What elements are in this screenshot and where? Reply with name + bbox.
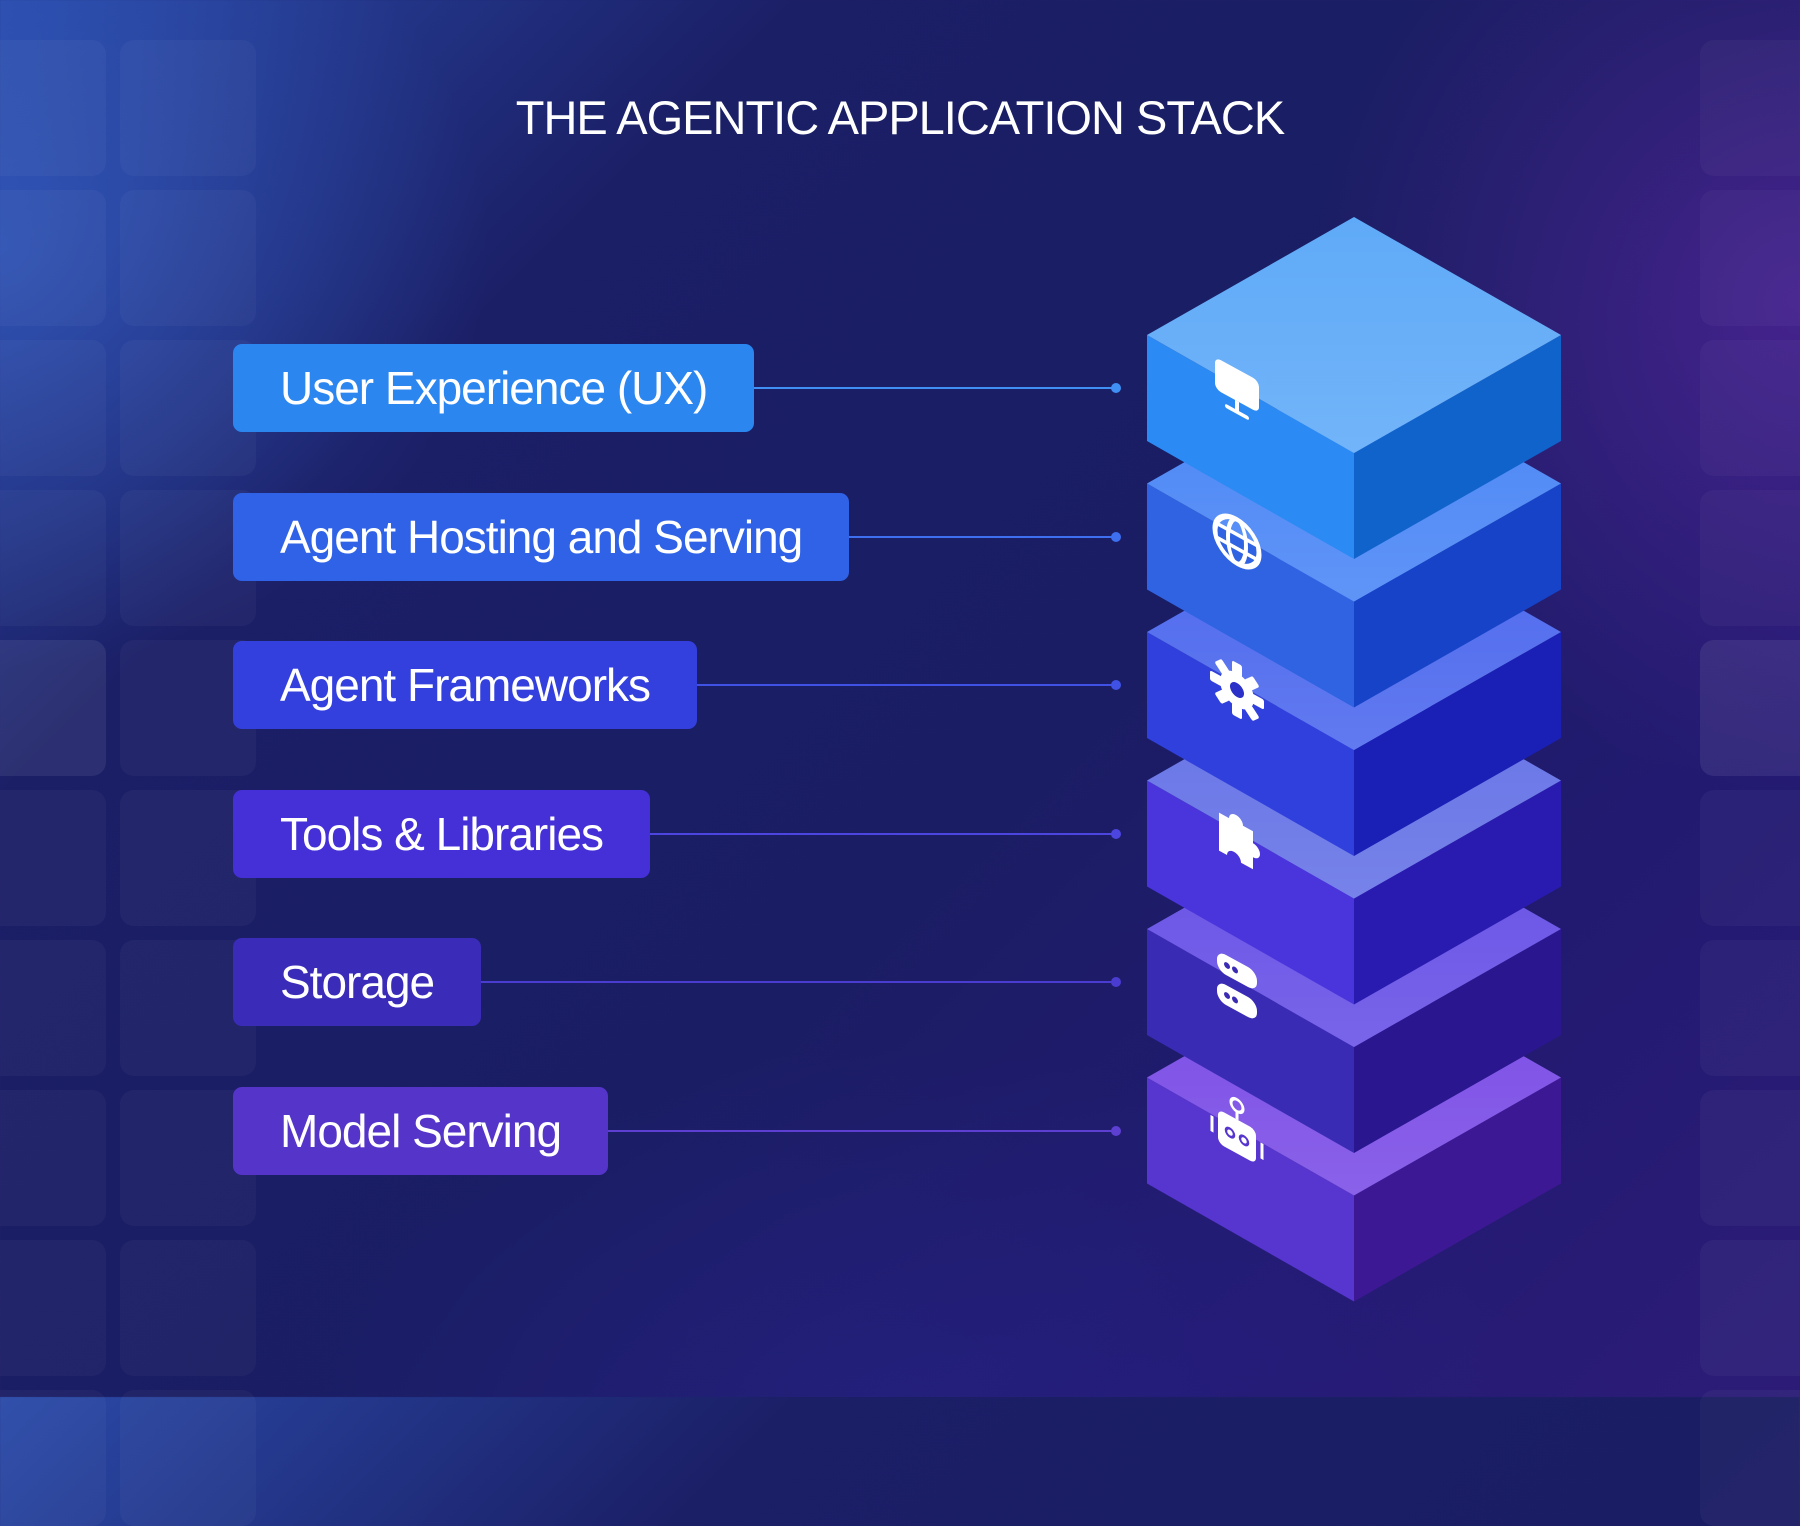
monitor-icon [1215,359,1259,420]
layer-left-face [1147,1077,1354,1302]
connector-line [481,981,1116,983]
background-tile [1700,1390,1800,1526]
layer-label: Agent Hosting and Serving [233,492,850,581]
connector-dot [1111,531,1121,542]
layer-right-face [1354,929,1561,1153]
layer-left-face [1147,335,1354,559]
layer-label: Model Serving [233,1086,609,1175]
layer-right-face [1354,483,1561,708]
connector-line [849,535,1116,538]
connector-dot [1111,680,1121,690]
connector-line [608,1129,1116,1132]
layer-left-face [1147,632,1354,856]
layer-right-face [1354,1077,1561,1302]
layer-right-face [1354,780,1561,1005]
connector-dot [1111,828,1121,839]
layer-label: User Experience (UX) [233,344,755,432]
layer-left-face [1147,780,1354,1005]
background-tile [0,640,106,776]
stack-layer [1147,217,1561,559]
connector-line [754,387,1116,389]
layer-right-face [1354,632,1561,856]
connector-line [650,832,1116,835]
layer-label: Tools & Libraries [233,789,651,878]
gear-icon [1210,659,1264,721]
layer-right-face [1354,335,1561,559]
background-tile-grid [0,0,1800,1397]
layer-left-face [1147,483,1354,708]
robot-icon [1210,1096,1264,1162]
diagram-title: THE AGENTIC APPLICATION STACK [515,91,1285,144]
layer-label: Storage [233,938,482,1026]
connector-line [697,684,1116,686]
background-tile [0,1390,106,1526]
layer-label: Agent Frameworks [233,641,698,729]
connector-dot [1111,383,1121,393]
background-tile [1700,640,1800,776]
layer-left-face [1147,929,1354,1153]
server-icon [1217,953,1257,1019]
background-tile [120,1390,256,1526]
connector-dot [1111,977,1121,987]
puzzle-icon [1219,812,1260,870]
globe-icon [1212,513,1262,570]
isometric-stack [1147,217,1561,1302]
connector-dot [1111,1125,1121,1136]
